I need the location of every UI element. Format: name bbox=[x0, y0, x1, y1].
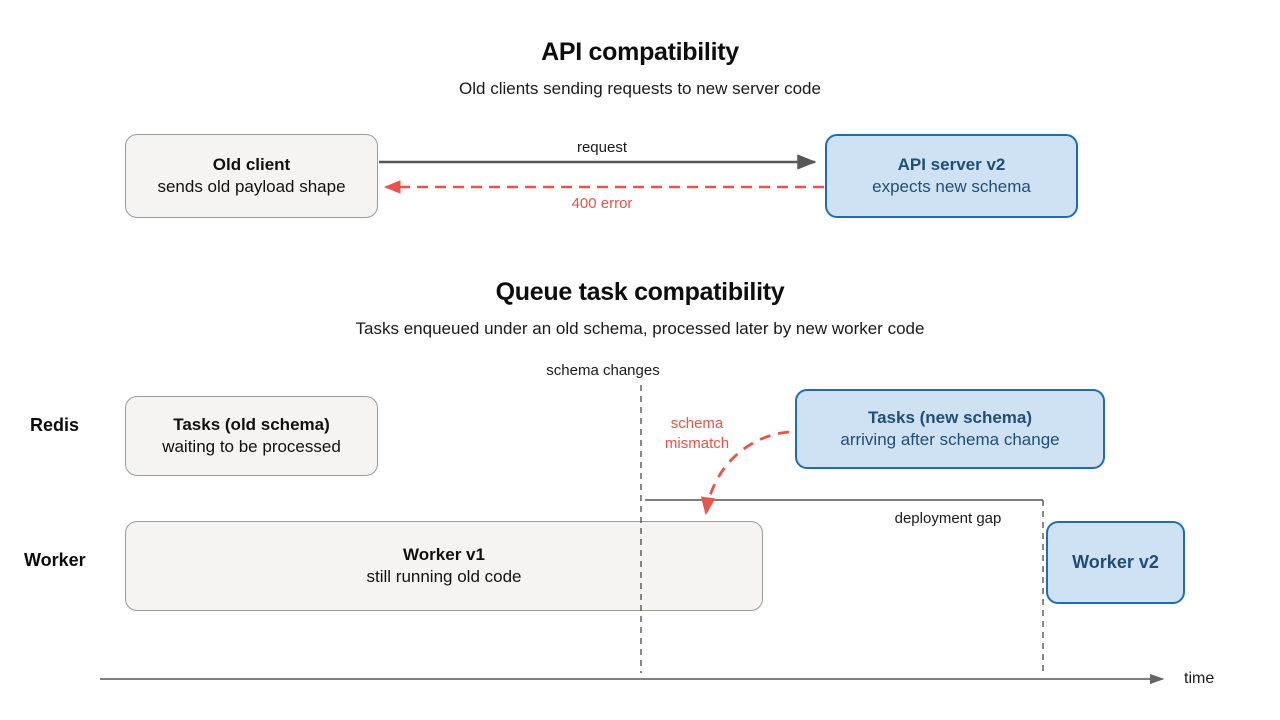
edge-label-schema-mismatch-line1: schema bbox=[670, 415, 724, 432]
node-tasks-new-schema-subtitle: arriving after schema change bbox=[840, 430, 1060, 449]
node-worker-v1[interactable]: Worker v1 still running old code bbox=[125, 521, 763, 611]
marker-label-schema-changes: schema changes bbox=[546, 362, 660, 379]
section-subtitle-api-compatibility: Old clients sending requests to new serv… bbox=[459, 79, 821, 98]
node-old-client-subtitle: sends old payload shape bbox=[157, 177, 346, 196]
edge-label-schema-mismatch-line2: mismatch bbox=[664, 435, 730, 453]
marker-label-deployment-gap: deployment gap bbox=[894, 510, 1002, 527]
node-api-server-v2-title: API server v2 bbox=[897, 155, 1006, 175]
node-tasks-old-schema-subtitle: waiting to be processed bbox=[162, 437, 341, 456]
lane-label-redis: Redis bbox=[30, 415, 80, 435]
node-worker-v2-title: Worker v2 bbox=[1072, 551, 1159, 572]
node-tasks-new-schema[interactable]: Tasks (new schema) arriving after schema… bbox=[795, 389, 1105, 469]
node-old-client-title: Old client bbox=[212, 155, 291, 175]
lane-label-worker: Worker bbox=[24, 550, 86, 570]
node-api-server-v2[interactable]: API server v2 expects new schema bbox=[825, 134, 1078, 218]
edge-label-schema-mismatch: schema mismatch bbox=[622, 414, 772, 455]
node-tasks-old-schema-title: Tasks (old schema) bbox=[173, 415, 330, 435]
section-title-api-compatibility: API compatibility bbox=[541, 38, 739, 66]
section-title-queue-task-compatibility: Queue task compatibility bbox=[495, 278, 785, 306]
section-subtitle-queue-task-compatibility: Tasks enqueued under an old schema, proc… bbox=[355, 319, 925, 338]
edge-label-400-error: 400 error bbox=[571, 195, 633, 212]
node-worker-v2[interactable]: Worker v2 bbox=[1046, 521, 1185, 604]
edge-label-request: request bbox=[576, 139, 628, 156]
node-tasks-old-schema[interactable]: Tasks (old schema) waiting to be process… bbox=[125, 396, 378, 476]
node-api-server-v2-subtitle: expects new schema bbox=[872, 177, 1031, 196]
node-tasks-new-schema-title: Tasks (new schema) bbox=[867, 408, 1033, 428]
node-worker-v1-title: Worker v1 bbox=[403, 545, 485, 565]
axis-label-time: time bbox=[1184, 670, 1215, 687]
node-worker-v1-subtitle: still running old code bbox=[366, 567, 522, 586]
node-old-client[interactable]: Old client sends old payload shape bbox=[125, 134, 378, 218]
